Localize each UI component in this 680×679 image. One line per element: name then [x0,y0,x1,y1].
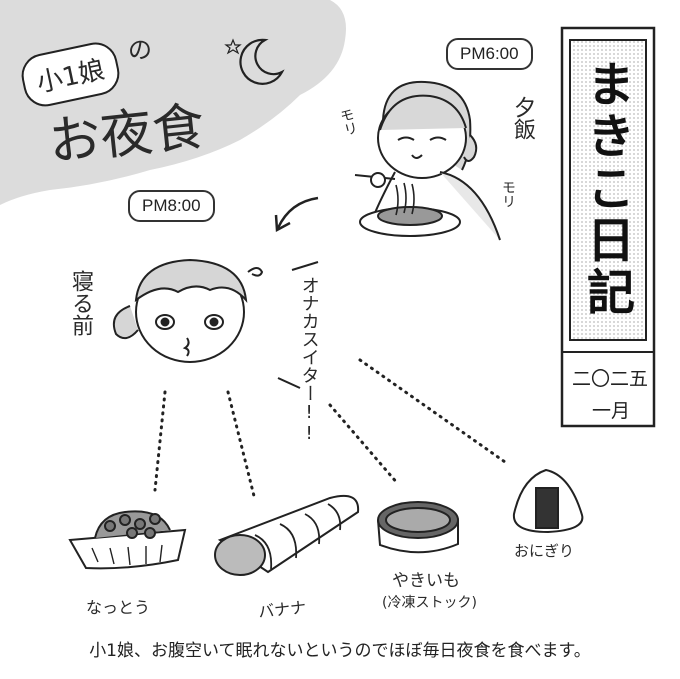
before-sleep-label: 寝る前 [68,270,93,336]
mother-figure [354,80,501,241]
onigiri-illustration [512,468,584,534]
dotted-lines [153,358,507,502]
food-label-natto: なっとう [86,598,151,617]
noodle-plate [359,182,461,237]
girl-figure [112,258,264,363]
star-icon [224,38,242,55]
diary-title-box [569,39,647,341]
moon-icon [239,38,285,85]
title-particle: の [128,36,152,64]
food-label-yakiimo-note: (冷凍ストック) [382,595,477,611]
food-label-yakiimo: やきいも [392,571,460,591]
diary-month: 一月 [592,400,631,422]
mori-right-label: モリ [500,180,516,208]
food-label-onigiri: おにぎり [514,542,575,560]
banana-illustration [214,494,360,576]
caption-text: 小1娘、お腹空いて眠れないというのでほぼ毎日夜食を食べます。 [89,641,591,661]
food-label-banana: バナナ [257,597,308,622]
dinner-time-badge: PM6:00 [446,38,533,70]
natto-illustration [68,510,187,570]
hungry-label: オナカスイター!! [298,276,320,444]
diary-title: まきこ日記 [578,59,634,319]
diary-year: 二〇二五 [572,368,649,390]
dinner-label: 夕飯 [510,96,535,140]
arrow-icon [276,196,319,229]
yakiimo-illustration [377,501,459,554]
night-time-badge: PM8:00 [128,190,215,222]
